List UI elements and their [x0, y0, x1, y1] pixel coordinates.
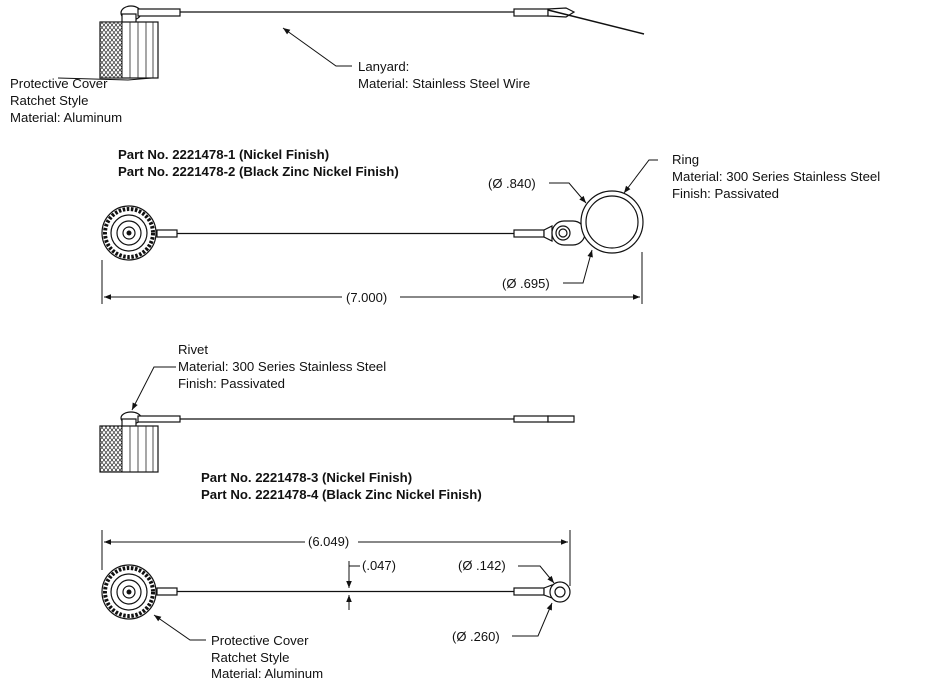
eyelet-dimension-length — [101, 530, 571, 586]
top-lanyard-wire — [137, 7, 645, 35]
top-leaders — [57, 27, 352, 81]
top-protective-cover — [99, 5, 159, 79]
eyelet-lanyard — [156, 581, 571, 603]
rivet-side-view: Rivet Material: 300 Series Stainless Ste… — [99, 342, 575, 473]
ring-dia-inner: (Ø .695) — [502, 276, 550, 291]
top-cover-label: Protective Cover Ratchet Style Material:… — [10, 76, 122, 125]
eyelet-dia-hole: (Ø .142) — [458, 558, 506, 573]
eyelet-assembly: Part No. 2221478-3 (Nickel Finish) Part … — [101, 470, 571, 679]
eyelet-part-numbers: Part No. 2221478-3 (Nickel Finish) Part … — [201, 470, 482, 502]
ring-lanyard — [156, 220, 586, 246]
steel-ring — [580, 190, 644, 254]
top-cover-leader — [57, 77, 153, 81]
rivet-leader — [131, 366, 176, 411]
lanyard-leader — [282, 27, 352, 67]
rivet-lanyard — [137, 415, 575, 423]
ring-dimensions — [101, 159, 658, 304]
ring-dia-outer: (Ø .840) — [488, 176, 536, 191]
eyelet-wire-dia: (.047) — [362, 558, 396, 573]
top-side-view: Protective Cover Ratchet Style Material:… — [10, 5, 645, 125]
rivet-cover-side — [99, 411, 159, 473]
ring-length-dim: (7.000) — [346, 290, 387, 305]
ring-label: Ring Material: 300 Series Stainless Stee… — [672, 152, 884, 201]
ring-assembly: Part No. 2221478-1 (Nickel Finish) Part … — [101, 147, 884, 305]
eyelet-cover-label: Protective Cover Ratchet Style Material:… — [211, 633, 323, 679]
eyelet-dia-outer: (Ø .260) — [452, 629, 500, 644]
lanyard-label: Lanyard: Material: Stainless Steel Wire — [358, 59, 530, 91]
eyelet-cover-front — [101, 564, 157, 620]
ring-part-numbers: Part No. 2221478-1 (Nickel Finish) Part … — [118, 147, 399, 179]
rivet-label: Rivet Material: 300 Series Stainless Ste… — [178, 342, 390, 391]
ring-cover-front — [101, 205, 157, 261]
eyelet-dimensions — [153, 561, 555, 641]
eyelet-length-dim: (6.049) — [308, 534, 349, 549]
